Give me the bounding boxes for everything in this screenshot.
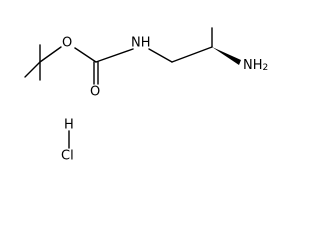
- carbamate-nh-label: NH: [131, 36, 151, 51]
- tbutyl-to-ether-bond: [39, 46, 62, 63]
- stereo-wedge-bond: [212, 47, 241, 65]
- carbonyl-to-nh-bond: [95, 48, 134, 63]
- tbutyl-bond-left: [24, 61, 41, 78]
- chemical-structure-drawing: O O NH NH2 H Cl: [24, 27, 268, 164]
- carbonyl-oxygen-label: O: [90, 85, 100, 100]
- ether-oxygen-label: O: [62, 36, 72, 51]
- nh-to-ch2-bond: [148, 48, 173, 63]
- ether-to-carbonyl-bond: [74, 47, 97, 63]
- chlorine-label: Cl: [61, 149, 74, 164]
- amine-nh-label: NH2: [243, 58, 268, 74]
- hydrogen-label: H: [64, 118, 74, 133]
- ch2-to-chiral-bond: [171, 46, 213, 63]
- amine-subscript: 2: [263, 63, 269, 73]
